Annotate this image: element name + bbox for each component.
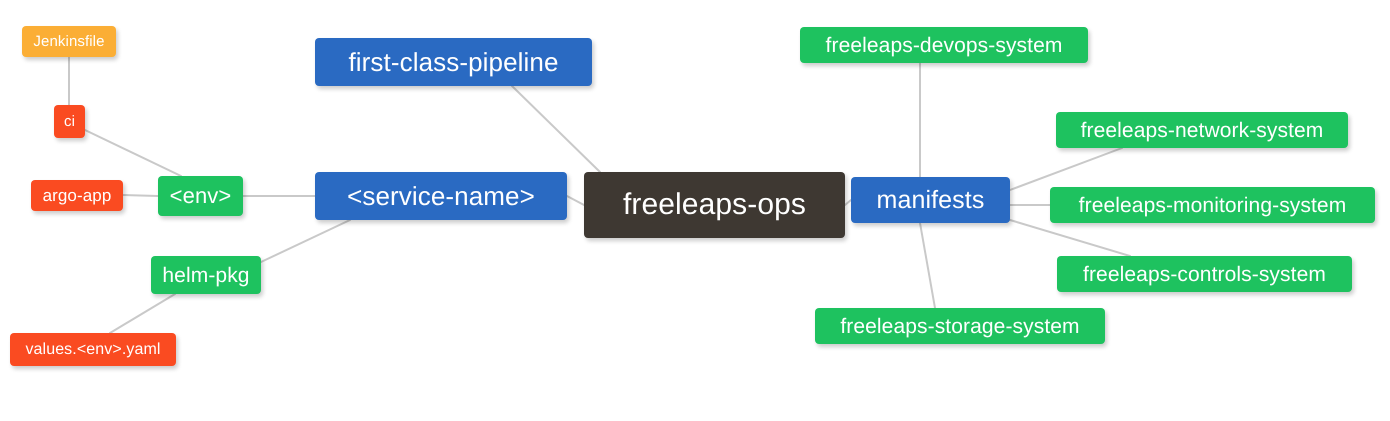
node-service-name[interactable]: <service-name>: [315, 172, 567, 220]
node-jenkinsfile[interactable]: Jenkinsfile: [22, 26, 116, 57]
node-freeleaps-ops[interactable]: freeleaps-ops: [584, 172, 845, 238]
node-freeleaps-controls-system[interactable]: freeleaps-controls-system: [1057, 256, 1352, 292]
node-label-first-class-pipeline: first-class-pipeline: [348, 47, 559, 77]
edge-manifests-to-freeleaps-network-system: [1009, 147, 1123, 191]
node-env[interactable]: <env>: [158, 176, 243, 216]
edge-freeleaps-ops-to-first-class-pipeline: [511, 85, 601, 173]
node-label-freeleaps-network-system: freeleaps-network-system: [1080, 118, 1324, 142]
edge-helm-pkg-to-values-env-yaml: [109, 293, 176, 334]
edge-service-name-to-helm-pkg: [260, 219, 351, 263]
node-helm-pkg[interactable]: helm-pkg: [151, 256, 261, 294]
node-label-freeleaps-ops: freeleaps-ops: [622, 188, 807, 221]
node-label-manifests: manifests: [876, 185, 985, 214]
node-label-freeleaps-devops-system: freeleaps-devops-system: [825, 33, 1063, 57]
node-ci[interactable]: ci: [54, 105, 85, 138]
node-values-env-yaml[interactable]: values.<env>.yaml: [10, 333, 176, 366]
node-label-jenkinsfile: Jenkinsfile: [33, 33, 105, 50]
node-label-values-env-yaml: values.<env>.yaml: [25, 340, 161, 358]
node-argo-app[interactable]: argo-app: [31, 180, 123, 211]
node-freeleaps-storage-system[interactable]: freeleaps-storage-system: [815, 308, 1105, 344]
node-first-class-pipeline[interactable]: first-class-pipeline: [315, 38, 592, 86]
node-label-env: <env>: [169, 183, 232, 208]
node-label-service-name: <service-name>: [347, 181, 535, 211]
edge-env-to-argo-app: [122, 194, 159, 197]
edge-env-to-ci: [84, 129, 182, 177]
node-label-freeleaps-storage-system: freeleaps-storage-system: [840, 314, 1080, 338]
node-label-freeleaps-monitoring-system: freeleaps-monitoring-system: [1078, 193, 1347, 217]
edge-freeleaps-ops-to-service-name: [566, 195, 585, 206]
node-freeleaps-devops-system[interactable]: freeleaps-devops-system: [800, 27, 1088, 63]
edge-manifests-to-freeleaps-storage-system: [919, 222, 936, 309]
node-label-freeleaps-controls-system: freeleaps-controls-system: [1083, 262, 1326, 286]
node-label-ci: ci: [63, 113, 76, 130]
node-label-helm-pkg: helm-pkg: [162, 263, 250, 287]
edge-manifests-to-freeleaps-controls-system: [1009, 219, 1131, 257]
node-freeleaps-network-system[interactable]: freeleaps-network-system: [1056, 112, 1348, 148]
node-manifests[interactable]: manifests: [851, 177, 1010, 223]
node-label-argo-app: argo-app: [42, 186, 112, 205]
node-freeleaps-monitoring-system[interactable]: freeleaps-monitoring-system: [1050, 187, 1375, 223]
